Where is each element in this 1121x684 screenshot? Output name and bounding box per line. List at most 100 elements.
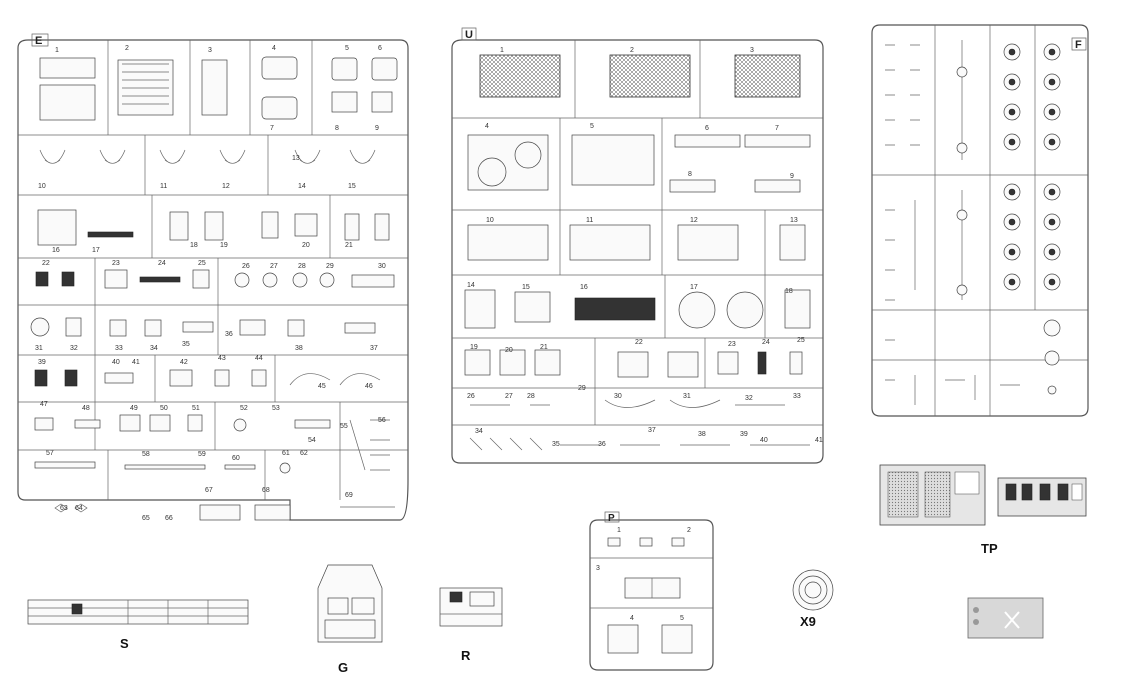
sprue-e-letter: E bbox=[35, 35, 42, 47]
part-number: 30 bbox=[614, 393, 622, 400]
part-number: 21 bbox=[540, 344, 548, 351]
part-number: 48 bbox=[82, 405, 90, 412]
part-number: 26 bbox=[242, 263, 250, 270]
part-number: 22 bbox=[635, 339, 643, 346]
part-number: 11 bbox=[160, 183, 167, 190]
part-number: 1 bbox=[617, 527, 621, 534]
part-g-cab bbox=[317, 564, 383, 643]
part-number: 21 bbox=[345, 242, 353, 249]
part-number: 28 bbox=[527, 393, 535, 400]
part-number: 67 bbox=[205, 487, 213, 494]
part-number: 49 bbox=[130, 405, 138, 412]
part-number: 5 bbox=[345, 45, 349, 52]
part-number: 36 bbox=[225, 331, 233, 338]
part-number: 11 bbox=[586, 217, 593, 224]
part-number: 40 bbox=[112, 359, 120, 366]
part-number: 9 bbox=[790, 173, 794, 180]
part-number: 5 bbox=[680, 615, 684, 622]
sprue-u: U bbox=[451, 27, 824, 464]
part-number: 10 bbox=[486, 217, 494, 224]
part-number: 12 bbox=[690, 217, 698, 224]
part-number: 24 bbox=[762, 339, 770, 346]
part-number: 42 bbox=[180, 359, 188, 366]
part-number: 6 bbox=[378, 45, 382, 52]
part-number: 3 bbox=[750, 47, 754, 54]
part-number: 4 bbox=[630, 615, 634, 622]
decal-sheet bbox=[967, 597, 1044, 639]
part-number: 20 bbox=[302, 242, 310, 249]
part-number: 54 bbox=[308, 437, 316, 444]
part-number: 32 bbox=[70, 345, 78, 352]
part-number: 18 bbox=[785, 288, 793, 295]
part-number: 29 bbox=[578, 385, 586, 392]
part-number: 65 bbox=[142, 515, 150, 522]
part-number: 28 bbox=[298, 263, 306, 270]
part-s-chassis bbox=[27, 599, 249, 625]
part-number: 31 bbox=[35, 345, 43, 352]
part-number: 33 bbox=[793, 393, 801, 400]
part-number: 60 bbox=[232, 455, 240, 462]
part-x9-wheel bbox=[792, 569, 834, 611]
part-number: 37 bbox=[648, 427, 656, 434]
part-number: 59 bbox=[198, 451, 206, 458]
part-number: 57 bbox=[46, 450, 54, 457]
part-number: 15 bbox=[522, 284, 530, 291]
part-number: 62 bbox=[300, 450, 308, 457]
part-number: 39 bbox=[740, 431, 748, 438]
label-x9: X9 bbox=[800, 614, 816, 629]
part-number: 16 bbox=[580, 284, 588, 291]
part-number: 41 bbox=[815, 437, 823, 444]
part-number: 17 bbox=[92, 247, 100, 254]
label-s: S bbox=[120, 636, 129, 651]
part-number: 4 bbox=[485, 123, 489, 130]
sprue-u-letter: U bbox=[465, 29, 473, 41]
part-number: 44 bbox=[255, 355, 263, 362]
part-number: 47 bbox=[40, 401, 48, 408]
sprue-p: P bbox=[589, 511, 714, 671]
part-number: 63 bbox=[60, 505, 68, 512]
part-number: 18 bbox=[190, 242, 198, 249]
part-number: 29 bbox=[326, 263, 334, 270]
part-number: 61 bbox=[282, 450, 290, 457]
part-number: 34 bbox=[150, 345, 158, 352]
part-number: 69 bbox=[345, 492, 353, 499]
part-number: 66 bbox=[165, 515, 173, 522]
part-number: 6 bbox=[705, 125, 709, 132]
part-number: 23 bbox=[728, 341, 736, 348]
part-number: 56 bbox=[378, 417, 386, 424]
part-number: 1 bbox=[500, 47, 504, 54]
part-number: 45 bbox=[318, 383, 326, 390]
sprue-f: F bbox=[871, 24, 1089, 417]
part-r bbox=[439, 587, 503, 627]
part-number: 3 bbox=[596, 565, 600, 572]
part-number: 25 bbox=[797, 337, 805, 344]
part-number: 14 bbox=[467, 282, 475, 289]
part-number: 5 bbox=[590, 123, 594, 130]
part-number: 14 bbox=[298, 183, 306, 190]
part-number: 64 bbox=[75, 505, 83, 512]
part-number: 15 bbox=[348, 183, 356, 190]
part-number: 12 bbox=[222, 183, 230, 190]
part-number: 68 bbox=[262, 487, 270, 494]
part-number: 7 bbox=[270, 125, 274, 132]
part-number: 40 bbox=[760, 437, 768, 444]
part-number: 22 bbox=[42, 260, 50, 267]
part-number: 55 bbox=[340, 423, 348, 430]
sprue-f-letter: F bbox=[1075, 39, 1082, 51]
part-number: 24 bbox=[158, 260, 166, 267]
part-number: 10 bbox=[38, 183, 46, 190]
part-number: 7 bbox=[775, 125, 779, 132]
part-number: 2 bbox=[630, 47, 634, 54]
part-number: 2 bbox=[125, 45, 129, 52]
part-number: 19 bbox=[220, 242, 228, 249]
part-number: 27 bbox=[505, 393, 513, 400]
part-number: 13 bbox=[292, 155, 300, 162]
part-number: 34 bbox=[475, 428, 483, 435]
part-number: 13 bbox=[790, 217, 798, 224]
part-number: 50 bbox=[160, 405, 168, 412]
sprue-e: E bbox=[17, 33, 409, 521]
part-number: 41 bbox=[132, 359, 140, 366]
